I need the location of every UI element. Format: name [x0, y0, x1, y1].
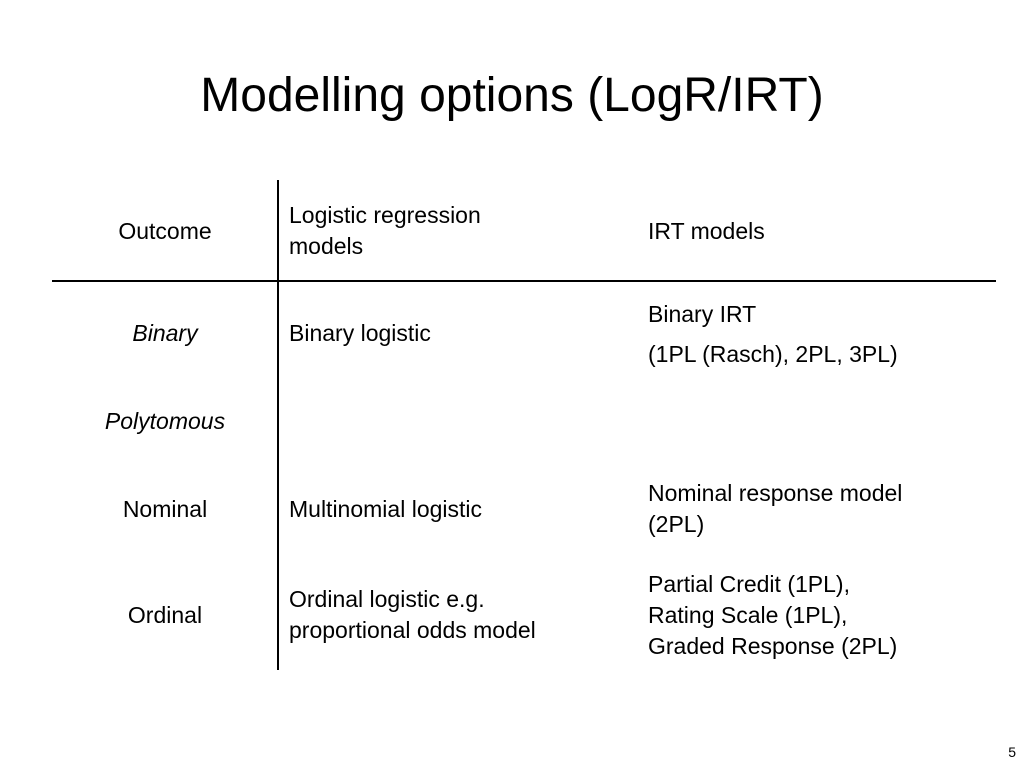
header-outcome: Outcome [52, 200, 278, 262]
row-ordinal-outcome-label: Ordinal [127, 601, 203, 628]
header-irt: IRT models [648, 200, 998, 262]
row-ordinal-irt-line-2: Rating Scale (1PL), [648, 601, 848, 628]
row-ordinal-irt-line-1: Partial Credit (1PL), [648, 570, 850, 597]
row-nominal-outcome: Nominal [52, 478, 278, 540]
row-binary-irt: Binary IRT (1PL (Rasch), 2PL, 3PL) [648, 294, 998, 374]
slide-title: Modelling options (LogR/IRT) [200, 69, 824, 122]
row-nominal-outcome-label: Nominal [122, 495, 208, 522]
header-outcome-label: Outcome [118, 217, 212, 244]
row-nominal-irt-line-2: (2PL) [648, 511, 705, 537]
row-binary-logistic-label: Binary logistic [289, 319, 431, 346]
row-nominal-logistic: Multinomial logistic [289, 478, 619, 540]
row-ordinal-irt: Partial Credit (1PL), Rating Scale (1PL)… [648, 568, 998, 662]
table-header-divider [52, 280, 996, 282]
row-binary-logistic: Binary logistic [289, 300, 619, 366]
row-ordinal-logistic: Ordinal logistic e.g. proportional odds … [289, 568, 619, 662]
row-ordinal-outcome: Ordinal [52, 568, 278, 662]
table-column-divider [277, 180, 279, 670]
row-polytomous-outcome: Polytomous [52, 404, 278, 438]
row-binary-outcome-label: Binary [132, 319, 198, 346]
header-logistic: Logistic regression models [289, 200, 619, 262]
header-logistic-line-1: Logistic regression [289, 202, 481, 228]
row-nominal-irt-line-1: Nominal response model [648, 480, 903, 506]
row-binary-irt-line-2: (1PL (Rasch), 2PL, 3PL) [648, 340, 898, 367]
header-logistic-line-2: models [289, 233, 364, 259]
row-polytomous-outcome-label: Polytomous [104, 407, 226, 434]
row-binary-irt-line-1: Binary IRT [648, 300, 757, 327]
row-nominal-irt: Nominal response model (2PL) [648, 478, 998, 540]
header-irt-label: IRT models [648, 217, 765, 244]
page-number: 5 [1008, 744, 1016, 760]
row-ordinal-irt-line-3: Graded Response (2PL) [648, 632, 898, 659]
row-binary-outcome: Binary [52, 300, 278, 366]
row-nominal-logistic-label: Multinomial logistic [289, 495, 483, 522]
row-ordinal-logistic-line-1: Ordinal logistic e.g. [289, 586, 485, 612]
row-ordinal-logistic-line-2: proportional odds model [289, 617, 536, 643]
